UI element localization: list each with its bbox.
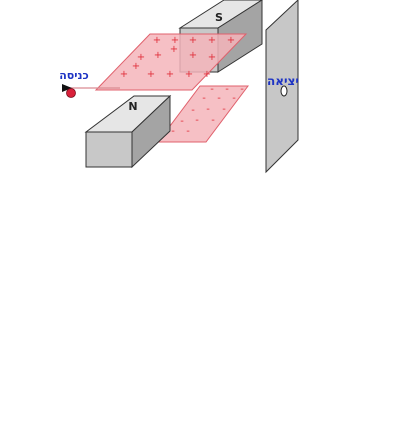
lower-plate: -------------- — [157, 84, 249, 143]
positive-charge-mark-5: + — [137, 52, 145, 63]
positive-charge-mark-6: + — [154, 50, 162, 61]
negative-charge-mark-7: - — [206, 104, 210, 115]
upper-plate: ++++++++++++++++ — [94, 33, 248, 91]
positive-charge-mark-9: + — [208, 52, 216, 63]
negative-charge-mark-2: - — [240, 84, 244, 95]
negative-charge-mark-4: - — [217, 93, 221, 104]
positive-charge-mark-11: + — [132, 61, 140, 72]
negative-charge-mark-11: - — [211, 115, 215, 126]
magnet-north: N — [84, 94, 172, 169]
negative-charge-mark-5: - — [232, 93, 236, 104]
particle-beam — [62, 84, 120, 98]
positive-charge-mark-14: + — [185, 69, 193, 80]
positive-charge-mark-7: + — [170, 44, 178, 55]
positive-charge-mark-4: + — [227, 35, 235, 46]
magnet-north-label: N — [128, 100, 137, 113]
positive-charge-mark-8: + — [189, 50, 197, 61]
positive-charge-mark-12: + — [147, 69, 155, 80]
lower-plate-charges: -------------- — [171, 84, 244, 137]
positive-charge-mark-10: + — [120, 69, 128, 80]
negative-charge-mark-1: - — [225, 84, 229, 95]
beam-direction-arrow — [62, 84, 72, 92]
exit-label: יציאה — [267, 74, 299, 88]
positive-charge-mark-1: + — [171, 35, 179, 46]
magnet-north-side-face — [131, 94, 171, 169]
exit-screen — [265, 0, 299, 174]
negative-charge-mark-13: - — [186, 126, 190, 137]
exit-screen-hole — [280, 85, 288, 97]
negative-charge-mark-0: - — [210, 84, 214, 95]
exit-screen-panel — [265, 0, 299, 174]
negative-charge-mark-10: - — [195, 115, 199, 126]
positive-charge-mark-2: + — [189, 35, 197, 46]
magnet-north-front-face — [85, 131, 133, 168]
lower-plate-surface — [157, 85, 249, 143]
negative-charge-mark-8: - — [222, 104, 226, 115]
negative-charge-mark-6: - — [191, 105, 195, 116]
positive-charge-mark-3: + — [208, 35, 216, 46]
positive-charge-mark-0: + — [153, 35, 161, 46]
entrance-label: כניסה — [59, 69, 89, 82]
upper-plate-charges: ++++++++++++++++ — [120, 35, 235, 80]
magnet-south-label: S — [215, 11, 223, 24]
negative-charge-mark-12: - — [171, 126, 175, 137]
positive-charge-mark-15: + — [203, 69, 211, 80]
upper-plate-surface — [94, 33, 248, 91]
negative-charge-mark-3: - — [202, 93, 206, 104]
charged-particle — [66, 88, 76, 98]
negative-charge-mark-9: - — [180, 116, 184, 127]
positive-charge-mark-13: + — [166, 69, 174, 80]
